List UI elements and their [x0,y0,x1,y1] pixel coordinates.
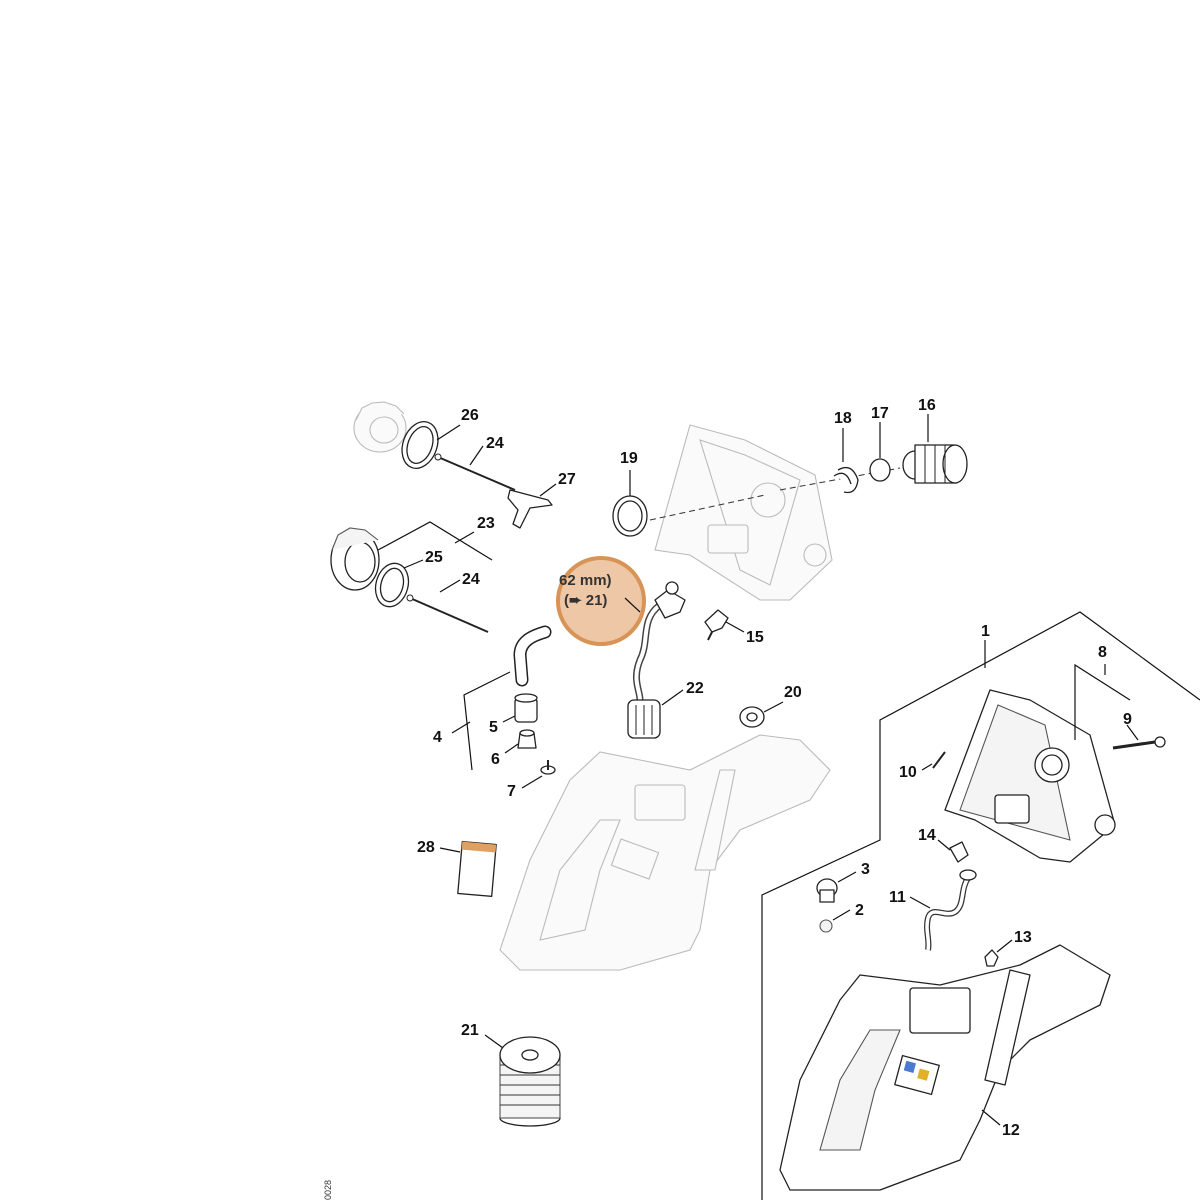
leader-6 [504,743,519,754]
leader-7 [521,775,543,789]
part-9-screw [1112,736,1166,750]
leader-27 [539,483,557,497]
part-14-fitting [949,841,969,863]
label-part-22: 22 [686,680,704,697]
callout-line-2: (➨ 21) [564,592,607,609]
label-part-9: 9 [1123,711,1132,728]
part-7-screw [540,760,556,775]
label-part-11: 11 [889,889,906,906]
leader-10 [921,763,933,771]
part-24-rod-bottom [406,594,489,633]
label-part-24-bottom: 24 [462,571,480,588]
part-15-elbow-fitting [704,609,729,641]
label-part-12: 12 [1002,1122,1020,1139]
leader-4 [451,721,471,734]
part-6-weight [517,729,537,749]
bracket-8 [1074,663,1131,740]
leader-25 [403,559,424,569]
part-20-grommet [739,706,765,728]
part-tank-housing [499,734,831,971]
part-10-pin [932,751,946,769]
label-part-26: 26 [461,407,479,424]
label-part-7: 7 [507,783,516,800]
part-26-sprocket-nut [353,401,407,453]
part-oil-pump-housing [649,424,901,601]
part-24-rod-top [434,453,516,491]
label-part-24-top: 24 [486,435,504,452]
leader-11 [909,896,931,909]
leader-5 [502,715,516,723]
part-3-fuel-cap-valve [816,878,838,903]
leader-9 [1126,724,1139,741]
label-part-21: 21 [461,1022,479,1039]
leader-21 [484,1034,504,1049]
part-2-nut [819,919,833,933]
label-part-16: 16 [918,397,936,414]
leader-12 [981,1109,1001,1126]
label-part-1: 1 [981,623,990,640]
part-23-sprocket-nut [330,527,380,591]
label-part-5: 5 [489,719,498,736]
label-part-28: 28 [417,839,435,856]
bracket-23 [377,521,493,561]
part-16-pump-piston [902,444,968,484]
label-part-17: 17 [871,405,889,422]
label-part-4: 4 [433,729,442,746]
leader-26 [436,424,461,441]
label-part-6: 6 [491,751,500,768]
label-part-14: 14 [918,827,936,844]
leader-22 [661,689,684,706]
part-19-seal-ring [612,495,648,537]
highlight-callout[interactable]: 62 mm) (➨ 21) [556,556,646,646]
part-25-ring [374,562,410,608]
label-part-13: 13 [1014,929,1032,946]
drawing-code: 0028 [323,1180,333,1200]
part-22-oil-filter [627,699,661,739]
part-21-oil-line-spool [499,1036,561,1127]
leader-13 [996,939,1013,953]
label-part-19: 19 [620,450,638,467]
part-17-ring [869,458,891,482]
part-8-oil-pump-housing [944,689,1116,863]
label-part-2: 2 [855,902,864,919]
leader-24b [439,579,461,593]
callout-line-1: 62 mm) [559,572,612,589]
leader-3 [837,871,857,883]
part-28-decal [457,840,497,898]
part-27-bracket [507,489,553,529]
leader-14 [937,839,951,851]
label-part-20: 20 [784,684,802,701]
leader-15 [725,621,745,633]
label-part-23: 23 [477,515,495,532]
leader-23 [454,531,475,544]
part-oil-hose-assembly [632,581,686,701]
part-24-ring-top [401,421,439,469]
label-part-18: 18 [834,410,852,427]
label-part-15: 15 [746,629,764,646]
leader-24a [469,445,484,466]
frame-part-1 [761,611,1200,1200]
label-part-27: 27 [558,471,576,488]
part-11-oil-hose [924,869,977,951]
label-part-8: 8 [1098,644,1107,661]
part-5-fuel-filter [514,693,538,723]
label-part-25: 25 [425,549,443,566]
part-12-tank-housing [779,944,1111,1191]
label-part-10: 10 [899,764,917,781]
label-part-3: 3 [861,861,870,878]
leader-20 [763,701,784,713]
leader-28 [439,847,461,853]
bracket-4 [463,671,511,771]
callout-leader [624,597,641,613]
part-18-clip [833,466,859,494]
part-4-fuel-hose [513,625,552,687]
part-13-plug [984,949,999,967]
leader-2 [832,909,851,921]
